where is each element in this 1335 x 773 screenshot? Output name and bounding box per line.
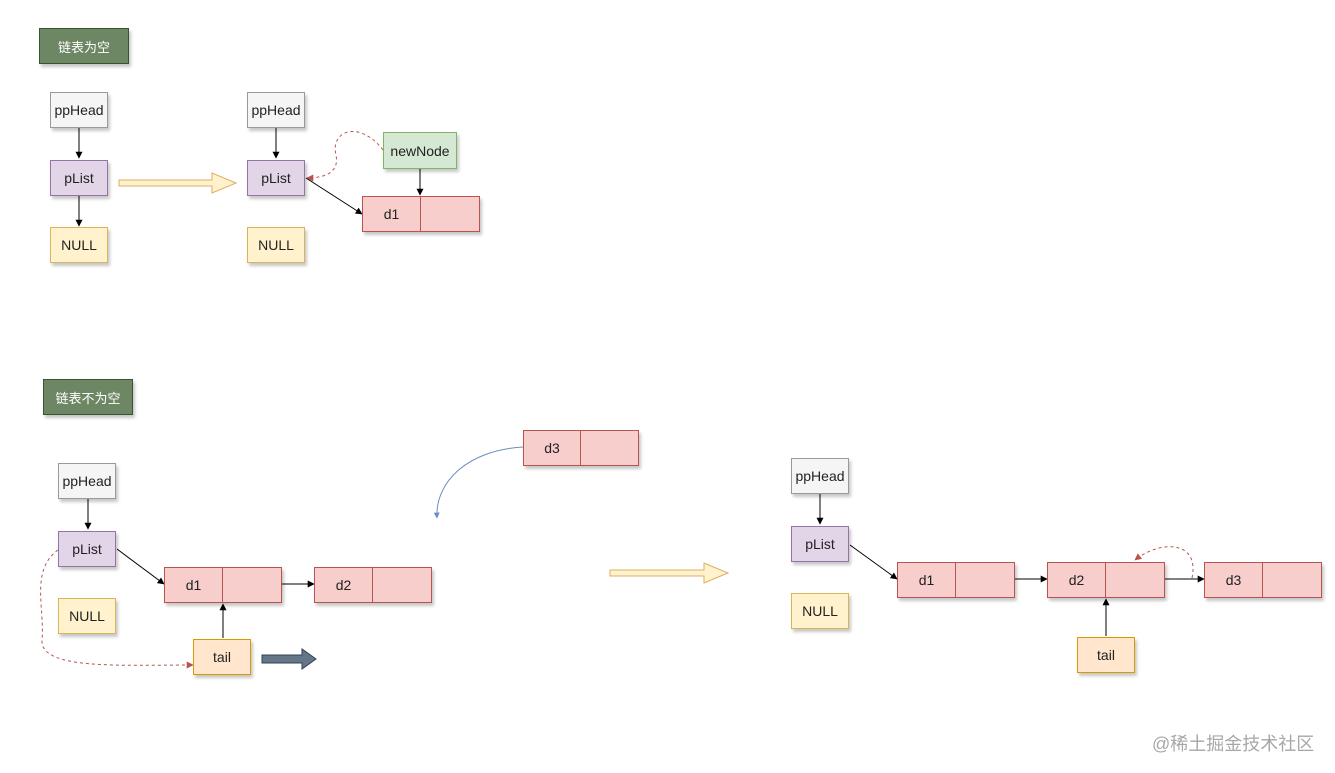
- node-data-cell: d1: [897, 562, 956, 598]
- dashed-pointer-plist-to-tail: [40, 549, 194, 669]
- list-node-d2: d2: [314, 567, 432, 603]
- list-node-d1: d1: [897, 562, 1015, 598]
- list-node-d2: d2: [1047, 562, 1165, 598]
- section-title-empty: 链表为空: [39, 28, 129, 64]
- list-node-d3-incoming: d3: [523, 430, 639, 466]
- incoming-node-curve: [433, 446, 524, 519]
- null-box: NULL: [791, 593, 849, 629]
- null-box: NULL: [58, 598, 116, 634]
- node-data-cell: d1: [362, 196, 421, 232]
- node-data-cell: d3: [523, 430, 581, 466]
- pphead-box: ppHead: [247, 92, 305, 128]
- plist-box: pList: [247, 160, 305, 196]
- plist-box: pList: [50, 160, 108, 196]
- null-box: NULL: [247, 227, 305, 263]
- transition-arrow: [609, 562, 730, 584]
- node-next-cell: [421, 196, 480, 232]
- node-next-cell: [1263, 562, 1322, 598]
- node-next-cell: [956, 562, 1015, 598]
- tail-box: tail: [1077, 637, 1135, 673]
- node-data-cell: d2: [314, 567, 373, 603]
- move-tail-arrow: [261, 648, 317, 670]
- node-data-cell: d2: [1047, 562, 1106, 598]
- arrow-plist-to-d1: [305, 177, 363, 215]
- dashed-pointer-plist-to-newnode: [306, 131, 384, 182]
- transition-arrow: [118, 172, 238, 194]
- tail-box: tail: [193, 639, 251, 675]
- node-next-cell: [223, 567, 282, 603]
- newnode-box: newNode: [383, 132, 457, 169]
- plist-box: pList: [58, 531, 116, 567]
- node-next-cell: [581, 430, 639, 466]
- watermark: @稀土掘金技术社区: [1152, 734, 1315, 754]
- list-node-d3: d3: [1204, 562, 1322, 598]
- pphead-box: ppHead: [58, 463, 116, 499]
- arrow-plist-to-d1: [849, 544, 898, 580]
- arrow-plist-to-d1: [116, 548, 165, 585]
- dashed-pointer-d2-to-d3: [1134, 546, 1194, 579]
- pphead-box: ppHead: [791, 458, 849, 494]
- list-node-d1: d1: [362, 196, 480, 232]
- node-data-cell: d3: [1204, 562, 1263, 598]
- null-box: NULL: [50, 227, 108, 263]
- node-next-cell: [373, 567, 432, 603]
- pphead-box: ppHead: [50, 92, 108, 128]
- list-node-d1: d1: [164, 567, 282, 603]
- node-next-cell: [1106, 562, 1165, 598]
- plist-box: pList: [791, 526, 849, 562]
- section-title-nonempty: 链表不为空: [43, 379, 133, 415]
- node-data-cell: d1: [164, 567, 223, 603]
